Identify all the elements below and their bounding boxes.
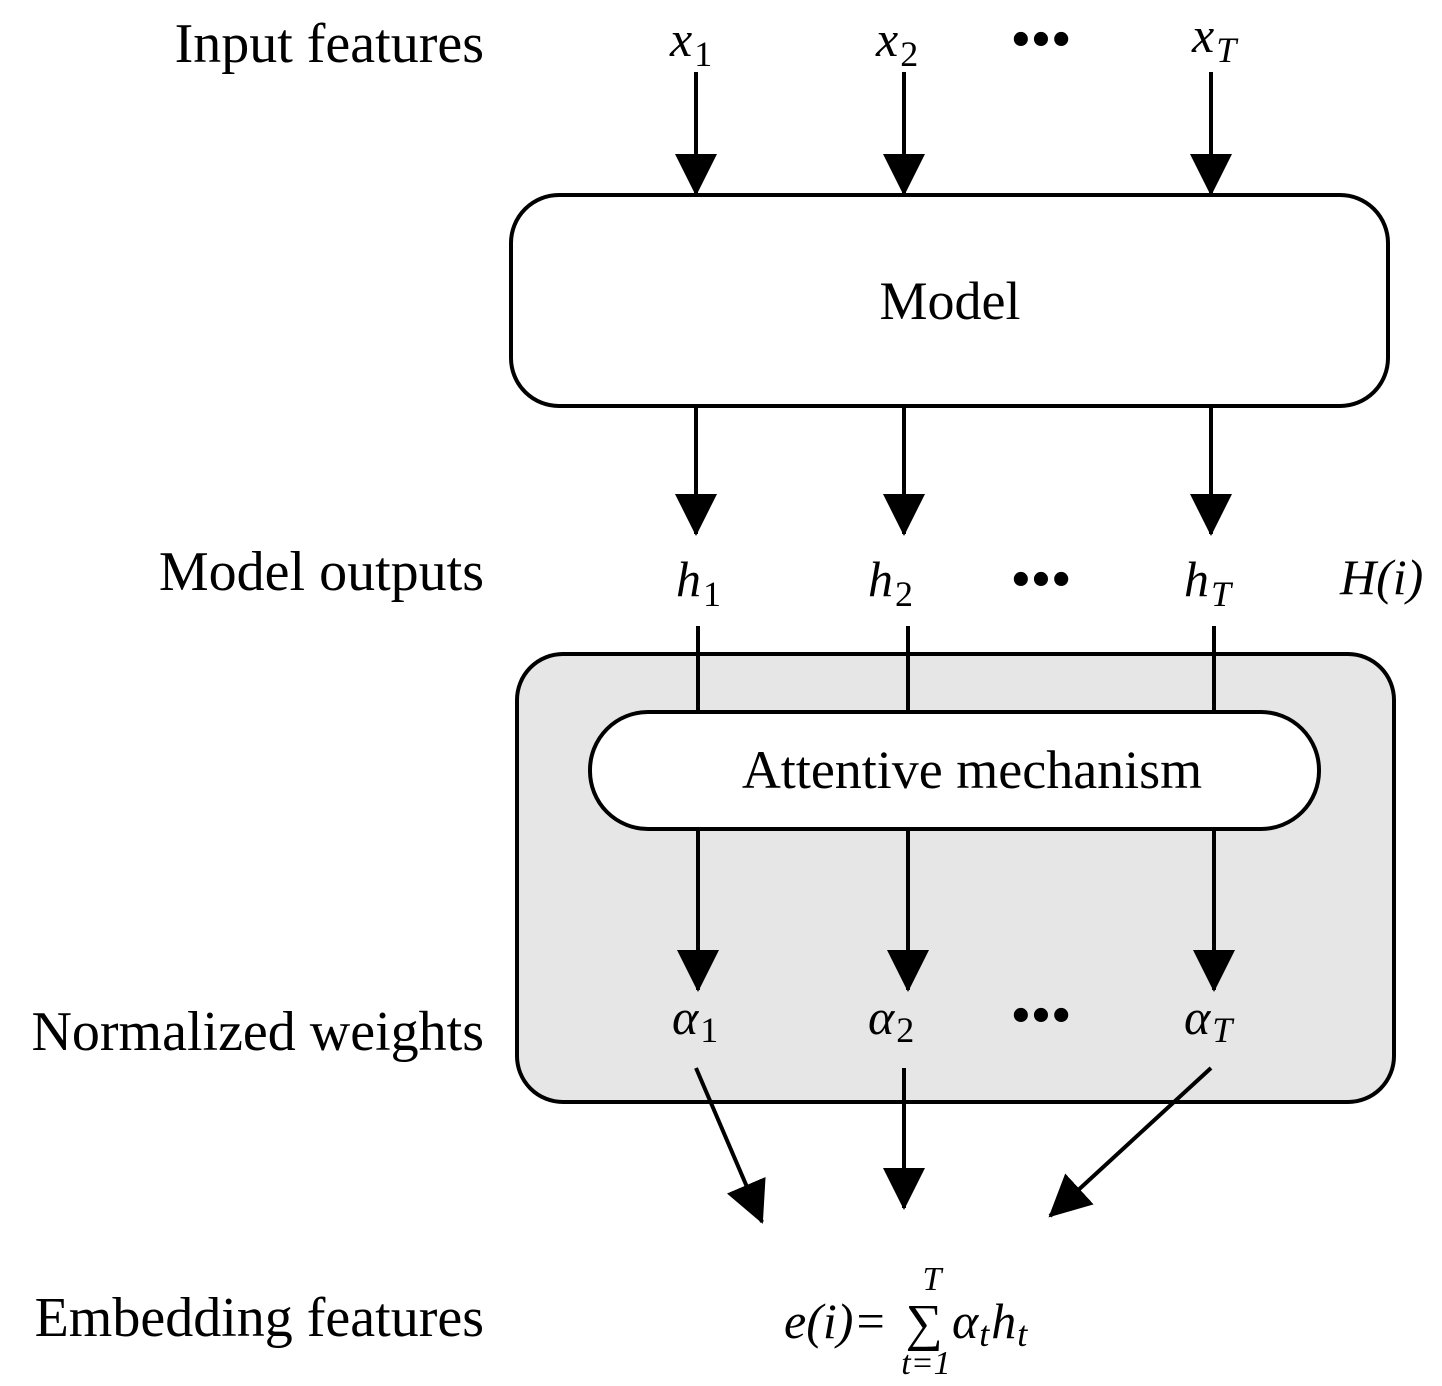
weight-a2: α2: [868, 989, 914, 1050]
formula-sigma: ∑: [905, 1295, 942, 1352]
formula-lower: t=1: [901, 1345, 950, 1382]
model-box-label: Model: [880, 271, 1021, 331]
formula-upper: T: [923, 1261, 944, 1298]
attention-box: [588, 710, 1321, 831]
input-ellipsis: •••: [1012, 11, 1073, 68]
weight-ellipsis: •••: [1012, 987, 1073, 1044]
arrow-aT-embedding: [1048, 1066, 1213, 1218]
embedding-formula: e(i)= ∑ T t=1 αtht: [784, 1261, 1028, 1382]
input-x1: x1: [669, 11, 712, 74]
attention-box-label: Attentive mechanism: [742, 740, 1202, 800]
output-h2: h2: [868, 551, 913, 614]
input-xT: xT: [1191, 7, 1239, 70]
output-ellipsis: •••: [1012, 551, 1073, 608]
formula-term: αtht: [952, 1293, 1028, 1354]
output-h1: h1: [676, 551, 721, 614]
row-label-weights: Normalized weights: [31, 1001, 484, 1063]
formula-lhs: e(i)=: [784, 1293, 887, 1349]
weight-aT: αT: [1184, 989, 1235, 1050]
row-label-embedding: Embedding features: [35, 1287, 484, 1349]
input-x2: x2: [875, 11, 918, 74]
output-hT: hT: [1184, 551, 1234, 614]
output-H-label: H(i): [1339, 549, 1423, 605]
arrow-a1-embedding: [694, 1067, 766, 1224]
row-label-outputs: Model outputs: [159, 541, 484, 603]
weight-a1: α1: [672, 989, 718, 1050]
row-label-input: Input features: [175, 13, 484, 75]
model-box: [509, 193, 1390, 408]
